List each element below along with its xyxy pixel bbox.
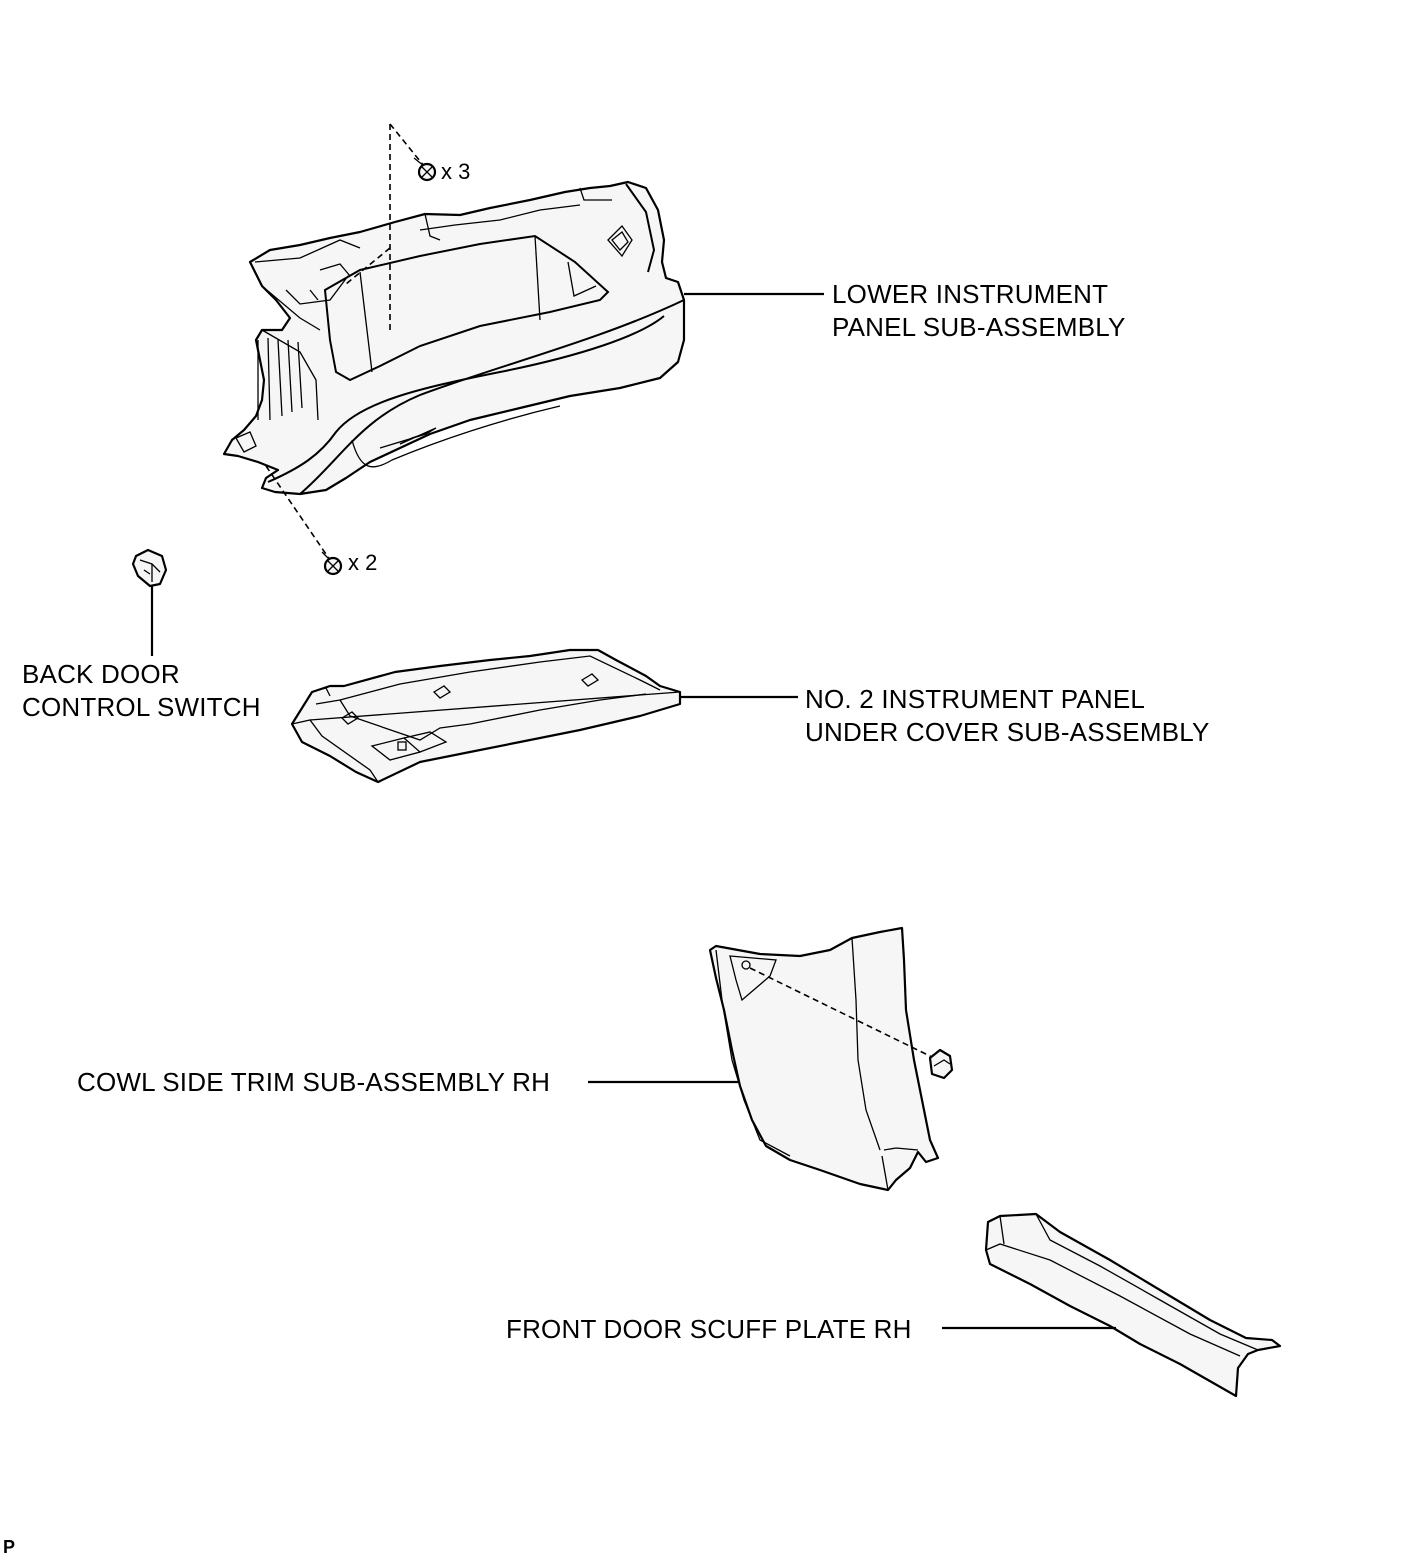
cowl-trim-label: COWL SIDE TRIM SUB-ASSEMBLY RH	[77, 1067, 551, 1097]
lower-panel-label-line1: LOWER INSTRUMENT	[832, 279, 1109, 309]
lower-screw-icon	[265, 465, 343, 576]
back-door-switch-label: BACK DOOR CONTROL SWITCH	[22, 658, 261, 724]
corner-code: P	[3, 1537, 16, 1557]
back-door-switch-part	[131, 548, 168, 656]
lower-screw-qty: x 2	[348, 550, 378, 575]
back-door-switch-label-line2: CONTROL SWITCH	[22, 692, 261, 722]
scuff-plate-part	[942, 1212, 1282, 1398]
clip-icon	[928, 1048, 954, 1080]
upper-screw-icon	[345, 123, 437, 332]
under-cover-label: NO. 2 INSTRUMENT PANEL UNDER COVER SUB-A…	[805, 683, 1210, 749]
lower-instrument-panel-part	[222, 180, 686, 496]
lower-panel-label-line2: PANEL SUB-ASSEMBLY	[832, 312, 1126, 342]
cowl-side-trim-part	[588, 926, 954, 1192]
under-cover-label-line1: NO. 2 INSTRUMENT PANEL	[805, 684, 1146, 714]
under-cover-part	[290, 648, 798, 784]
upper-screw-qty: x 3	[441, 159, 471, 184]
lower-panel-label: LOWER INSTRUMENT PANEL SUB-ASSEMBLY	[832, 278, 1126, 344]
back-door-switch-label-line1: BACK DOOR	[22, 659, 180, 689]
under-cover-label-line2: UNDER COVER SUB-ASSEMBLY	[805, 717, 1210, 747]
scuff-plate-label: FRONT DOOR SCUFF PLATE RH	[506, 1314, 912, 1344]
